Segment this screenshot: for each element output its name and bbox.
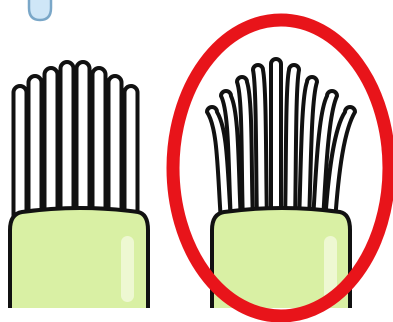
upright-strands: [14, 62, 138, 222]
splayed-strand: [271, 59, 281, 222]
upright-strand: [14, 86, 27, 222]
upright-bristle-cluster: [10, 62, 148, 308]
upright-strand: [77, 62, 90, 222]
splayed-bristle-cluster: [207, 59, 355, 308]
upright-base-highlight: [121, 236, 134, 302]
upright-strand: [125, 86, 138, 222]
upright-strand: [29, 76, 42, 222]
upright-strand: [61, 62, 74, 222]
upright-strand: [45, 68, 58, 222]
upright-strand: [93, 68, 106, 222]
upright-strand: [109, 76, 122, 222]
splayed-strand: [285, 65, 299, 222]
splayed-strand: [253, 65, 267, 222]
splayed-strands: [207, 59, 355, 222]
corner-tab: [29, 0, 51, 20]
